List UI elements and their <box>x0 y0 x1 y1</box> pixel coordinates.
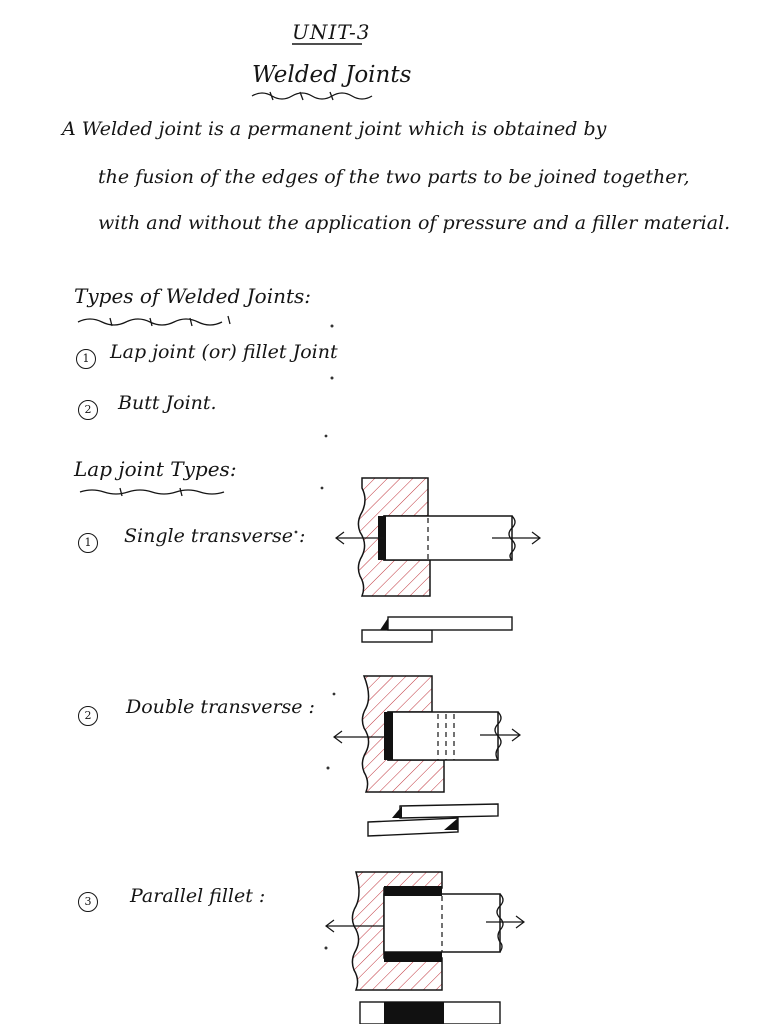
lap-item-single-transverse: Single transverse : <box>124 525 306 547</box>
parallel-fillet-diagram <box>325 871 525 1024</box>
lap-number-1: 1 <box>78 533 98 553</box>
single-transverse-diagram <box>335 477 541 643</box>
definition-line-2: the fusion of the edges of the two parts… <box>98 166 690 188</box>
list-item-lap-joint: Lap joint (or) fillet Joint <box>110 341 338 363</box>
list-number-1: 1 <box>76 349 96 369</box>
lap-item-parallel-fillet: Parallel fillet : <box>130 885 266 907</box>
list-item-butt-joint: Butt Joint. <box>118 392 217 414</box>
lap-types-heading: Lap joint Types: <box>74 457 237 481</box>
lap-underline <box>79 487 225 497</box>
lap-number-2: 2 <box>78 706 98 726</box>
definition-line-3: with and without the application of pres… <box>98 212 731 234</box>
list-number-2: 2 <box>78 400 98 420</box>
stray-dots <box>294 324 336 950</box>
double-transverse-diagram <box>333 675 521 837</box>
welded-joints-underline <box>251 91 373 101</box>
lap-item-double-transverse: Double transverse : <box>126 696 315 718</box>
types-heading: Types of Welded Joints: <box>74 284 312 308</box>
types-underline <box>77 315 231 327</box>
definition-line-1: A Welded joint is a permanent joint whic… <box>62 118 607 140</box>
lap-number-3: 3 <box>78 892 98 912</box>
unit-title: UNIT-3 <box>292 20 371 44</box>
page-title: Welded Joints <box>252 62 412 88</box>
